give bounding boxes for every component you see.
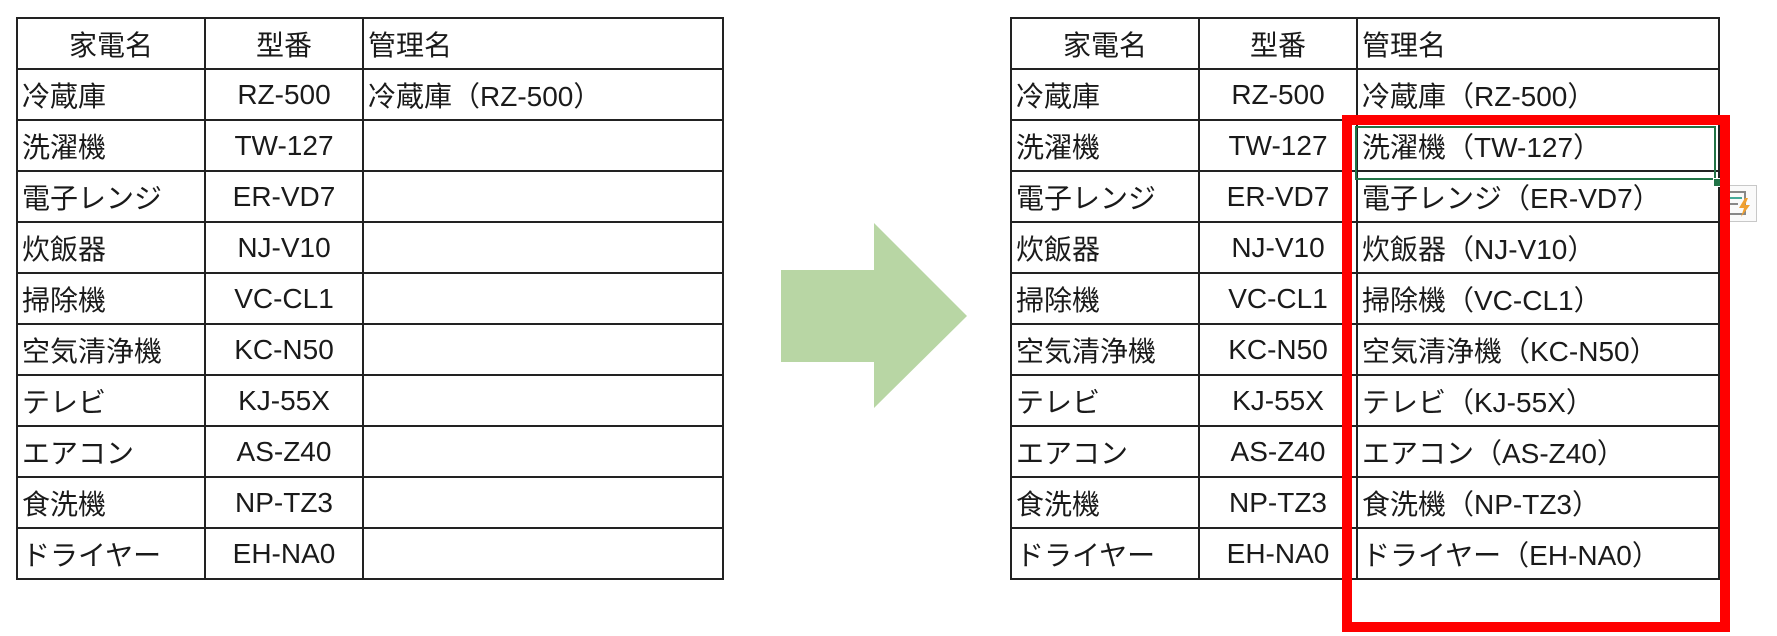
model-cell[interactable]: NJ-V10 — [1198, 221, 1358, 274]
management-name-cell[interactable] — [362, 374, 724, 427]
management-name-cell[interactable]: 食洗機（NP-TZ3） — [1356, 476, 1720, 529]
appliance-cell[interactable]: 冷蔵庫 — [16, 68, 206, 121]
model-cell[interactable]: AS-Z40 — [204, 425, 364, 478]
management-name-cell[interactable]: テレビ（KJ-55X） — [1356, 374, 1720, 427]
appliance-cell[interactable]: 空気清浄機 — [16, 323, 206, 376]
header-row: 家電名 型番 管理名 — [1010, 17, 1720, 70]
appliance-cell[interactable]: 洗濯機 — [16, 119, 206, 172]
management-name-cell[interactable] — [362, 527, 724, 580]
management-name-cell[interactable]: 掃除機（VC-CL1） — [1356, 272, 1720, 325]
management-name-cell[interactable] — [362, 221, 724, 274]
appliance-cell[interactable]: 炊飯器 — [1010, 221, 1200, 274]
header-appliance[interactable]: 家電名 — [1010, 17, 1200, 70]
management-name-cell[interactable] — [362, 425, 724, 478]
appliance-cell[interactable]: 冷蔵庫 — [1010, 68, 1200, 121]
highlight-box — [1342, 115, 1730, 632]
model-cell[interactable]: VC-CL1 — [204, 272, 364, 325]
model-cell[interactable]: NP-TZ3 — [1198, 476, 1358, 529]
model-cell[interactable]: AS-Z40 — [1198, 425, 1358, 478]
appliance-cell[interactable]: ドライヤー — [16, 527, 206, 580]
model-cell[interactable]: NJ-V10 — [204, 221, 364, 274]
header-model[interactable]: 型番 — [204, 17, 364, 70]
model-cell[interactable]: RZ-500 — [204, 68, 364, 121]
management-name-cell[interactable] — [362, 272, 724, 325]
model-cell[interactable]: KC-N50 — [1198, 323, 1358, 376]
model-cell[interactable]: ER-VD7 — [1198, 170, 1358, 223]
appliance-cell[interactable]: ドライヤー — [1010, 527, 1200, 580]
management-name-cell[interactable]: エアコン（AS-Z40） — [1356, 425, 1720, 478]
model-cell[interactable]: RZ-500 — [1198, 68, 1358, 121]
model-cell[interactable]: NP-TZ3 — [204, 476, 364, 529]
management-name-cell[interactable]: 炊飯器（NJ-V10） — [1356, 221, 1720, 274]
management-name-cell[interactable]: ドライヤー（EH-NA0） — [1356, 527, 1720, 580]
model-cell[interactable]: KJ-55X — [204, 374, 364, 427]
header-appliance[interactable]: 家電名 — [16, 17, 206, 70]
management-name-cell[interactable]: 空気清浄機（KC-N50） — [1356, 323, 1720, 376]
appliance-cell[interactable]: テレビ — [1010, 374, 1200, 427]
management-name-cell[interactable]: 冷蔵庫（RZ-500） — [362, 68, 724, 121]
management-name-cell[interactable] — [362, 323, 724, 376]
header-management-name[interactable]: 管理名 — [1356, 17, 1720, 70]
appliance-cell[interactable]: エアコン — [16, 425, 206, 478]
appliance-cell[interactable]: 空気清浄機 — [1010, 323, 1200, 376]
selected-cell[interactable] — [1355, 126, 1716, 180]
model-cell[interactable]: EH-NA0 — [1198, 527, 1358, 580]
header-model[interactable]: 型番 — [1198, 17, 1358, 70]
model-cell[interactable]: EH-NA0 — [204, 527, 364, 580]
management-name-cell[interactable]: 冷蔵庫（RZ-500） — [1356, 68, 1720, 121]
appliance-cell[interactable]: テレビ — [16, 374, 206, 427]
model-cell[interactable]: TW-127 — [1198, 119, 1358, 172]
model-cell[interactable]: KJ-55X — [1198, 374, 1358, 427]
appliance-cell[interactable]: 洗濯機 — [1010, 119, 1200, 172]
header-management-name[interactable]: 管理名 — [362, 17, 724, 70]
appliance-cell[interactable]: 掃除機 — [1010, 272, 1200, 325]
right-arrow-icon — [781, 223, 967, 408]
appliance-cell[interactable]: 炊飯器 — [16, 221, 206, 274]
management-name-cell[interactable] — [362, 170, 724, 223]
appliance-cell[interactable]: 電子レンジ — [1010, 170, 1200, 223]
appliance-cell[interactable]: 食洗機 — [1010, 476, 1200, 529]
management-name-cell[interactable] — [362, 119, 724, 172]
appliance-cell[interactable]: 電子レンジ — [16, 170, 206, 223]
appliance-cell[interactable]: 掃除機 — [16, 272, 206, 325]
header-row: 家電名 型番 管理名 — [16, 17, 724, 70]
appliance-cell[interactable]: 食洗機 — [16, 476, 206, 529]
management-name-cell[interactable] — [362, 476, 724, 529]
model-cell[interactable]: KC-N50 — [204, 323, 364, 376]
model-cell[interactable]: VC-CL1 — [1198, 272, 1358, 325]
model-cell[interactable]: ER-VD7 — [204, 170, 364, 223]
appliance-cell[interactable]: エアコン — [1010, 425, 1200, 478]
model-cell[interactable]: TW-127 — [204, 119, 364, 172]
